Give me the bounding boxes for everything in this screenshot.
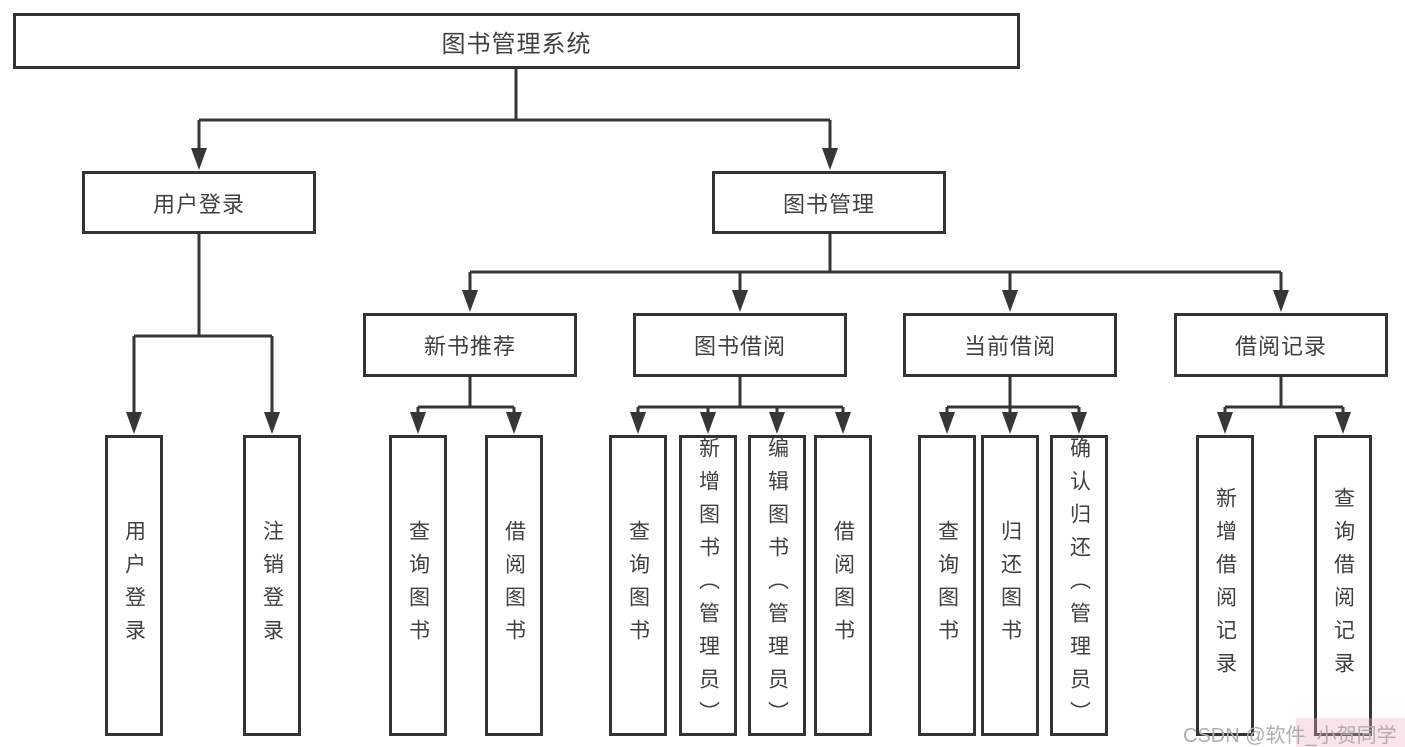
leaf-query-books-2-label: 查询图书 [626, 519, 650, 652]
leaf-add-borrow-record-label: 新增借阅记录 [1213, 486, 1237, 685]
node-user-login-branch: 用户登录 [82, 171, 316, 234]
leaf-logout: 注销登录 [243, 435, 301, 736]
leaf-borrow-books-2-label: 借阅图书 [831, 519, 855, 652]
node-borrow-records: 借阅记录 [1174, 313, 1388, 377]
node-book-management-branch: 图书管理 [712, 171, 946, 234]
leaf-user-login: 用户登录 [105, 435, 163, 736]
leaf-add-books-admin: 新增图书（管理员） [679, 435, 737, 736]
leaf-add-books-admin-label: 新增图书（管理员） [696, 437, 720, 734]
leaf-return-books: 归还图书 [981, 435, 1039, 736]
leaf-user-login-label: 用户登录 [122, 519, 146, 652]
leaf-add-borrow-record: 新增借阅记录 [1196, 435, 1254, 736]
watermark: CSDN @软件_小贺同学 [1183, 725, 1397, 747]
leaf-query-books-3-label: 查询图书 [935, 519, 959, 652]
watermark-highlight [1296, 718, 1405, 747]
leaf-query-books-2: 查询图书 [609, 435, 667, 736]
node-book-borrow: 图书借阅 [633, 313, 847, 377]
leaf-query-borrow-record-label: 查询借阅记录 [1331, 486, 1355, 685]
leaf-query-books-1-label: 查询图书 [406, 519, 430, 652]
leaf-confirm-return-admin: 确认归还（管理员） [1050, 435, 1108, 736]
leaf-query-books-1: 查询图书 [389, 435, 447, 736]
leaf-borrow-books-1-label: 借阅图书 [502, 519, 526, 652]
node-new-book-recommend: 新书推荐 [363, 313, 577, 377]
leaf-return-books-label: 归还图书 [998, 519, 1022, 652]
leaf-query-books-3: 查询图书 [918, 435, 976, 736]
leaf-query-borrow-record: 查询借阅记录 [1314, 435, 1372, 736]
leaf-logout-label: 注销登录 [260, 519, 284, 652]
node-current-borrow: 当前借阅 [903, 313, 1117, 377]
leaf-borrow-books-2: 借阅图书 [814, 435, 872, 736]
leaf-edit-books-admin: 编辑图书（管理员） [748, 435, 806, 736]
leaf-borrow-books-1: 借阅图书 [485, 435, 543, 736]
leaf-edit-books-admin-label: 编辑图书（管理员） [765, 437, 789, 734]
leaf-confirm-return-admin-label: 确认归还（管理员） [1067, 437, 1091, 734]
node-root-system: 图书管理系统 [13, 13, 1020, 69]
